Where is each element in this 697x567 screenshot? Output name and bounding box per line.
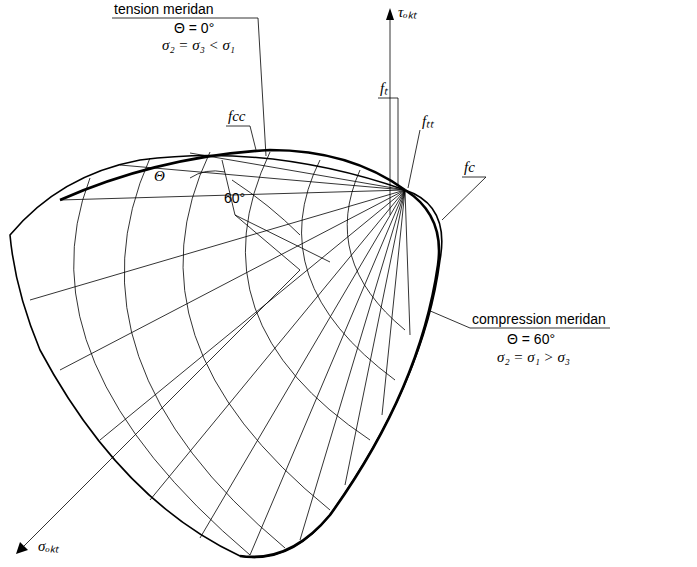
axis-label: Θ = 60° <box>505 331 557 347</box>
axis-label: σₒₖₜ <box>36 538 61 554</box>
axis-label: fₜₜ <box>420 113 436 129</box>
axis-label: fₜ <box>378 80 390 96</box>
axis-label: σ₂ = σ₁ > σ₃ <box>495 349 572 365</box>
axis-label: σ₂ = σ₃ < σ₁ <box>160 37 237 53</box>
axis-label: τₒₖₜ <box>396 4 419 20</box>
axis-label: compression meridan <box>470 311 608 327</box>
axis-label: Θ = 0° <box>172 20 216 36</box>
axis-label: fcc <box>226 108 247 124</box>
axis-label: fc <box>462 159 477 175</box>
axis-label: Θ <box>152 168 167 184</box>
axis-label: 60° <box>222 190 247 206</box>
axis-label: tension meridan <box>112 1 216 17</box>
